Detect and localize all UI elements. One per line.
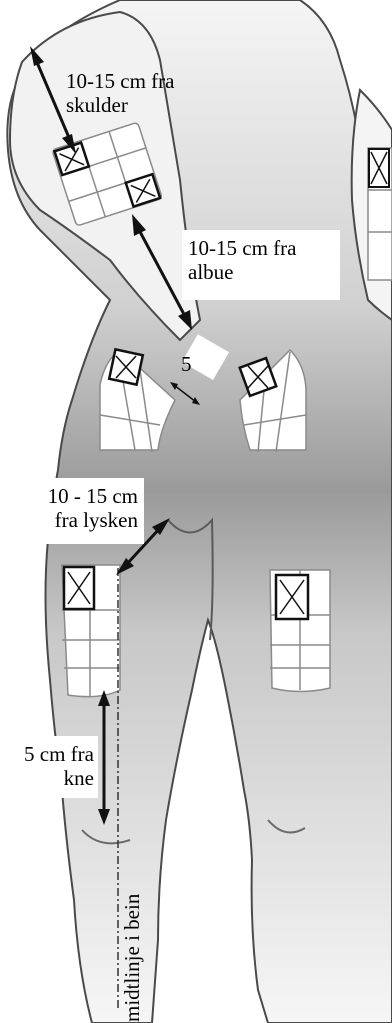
label-knee-line1: 5 cm fra [0,742,94,766]
right-thigh-grid [270,570,330,692]
label-groin-line1: 10 - 15 cm [14,484,138,508]
label-groin-line2: fra lysken [14,508,138,532]
label-elbow-line2: albue [188,260,296,284]
label-midline: midtlinje i bein [120,894,144,1022]
label-shoulder-line2: skulder [66,93,174,117]
label-navel: 5 [181,352,192,376]
right-arm-grid [368,148,392,280]
label-elbow: 10-15 cm fra albue [188,236,296,284]
left-thigh-grid [62,565,120,697]
label-shoulder-line1: 10-15 cm fra [66,69,174,93]
label-knee-line2: kne [0,766,94,790]
label-shoulder: 10-15 cm fra skulder [66,69,174,117]
label-groin: 10 - 15 cm fra lysken [14,484,138,532]
label-knee: 5 cm fra kne [0,742,94,790]
label-elbow-line1: 10-15 cm fra [188,236,296,260]
